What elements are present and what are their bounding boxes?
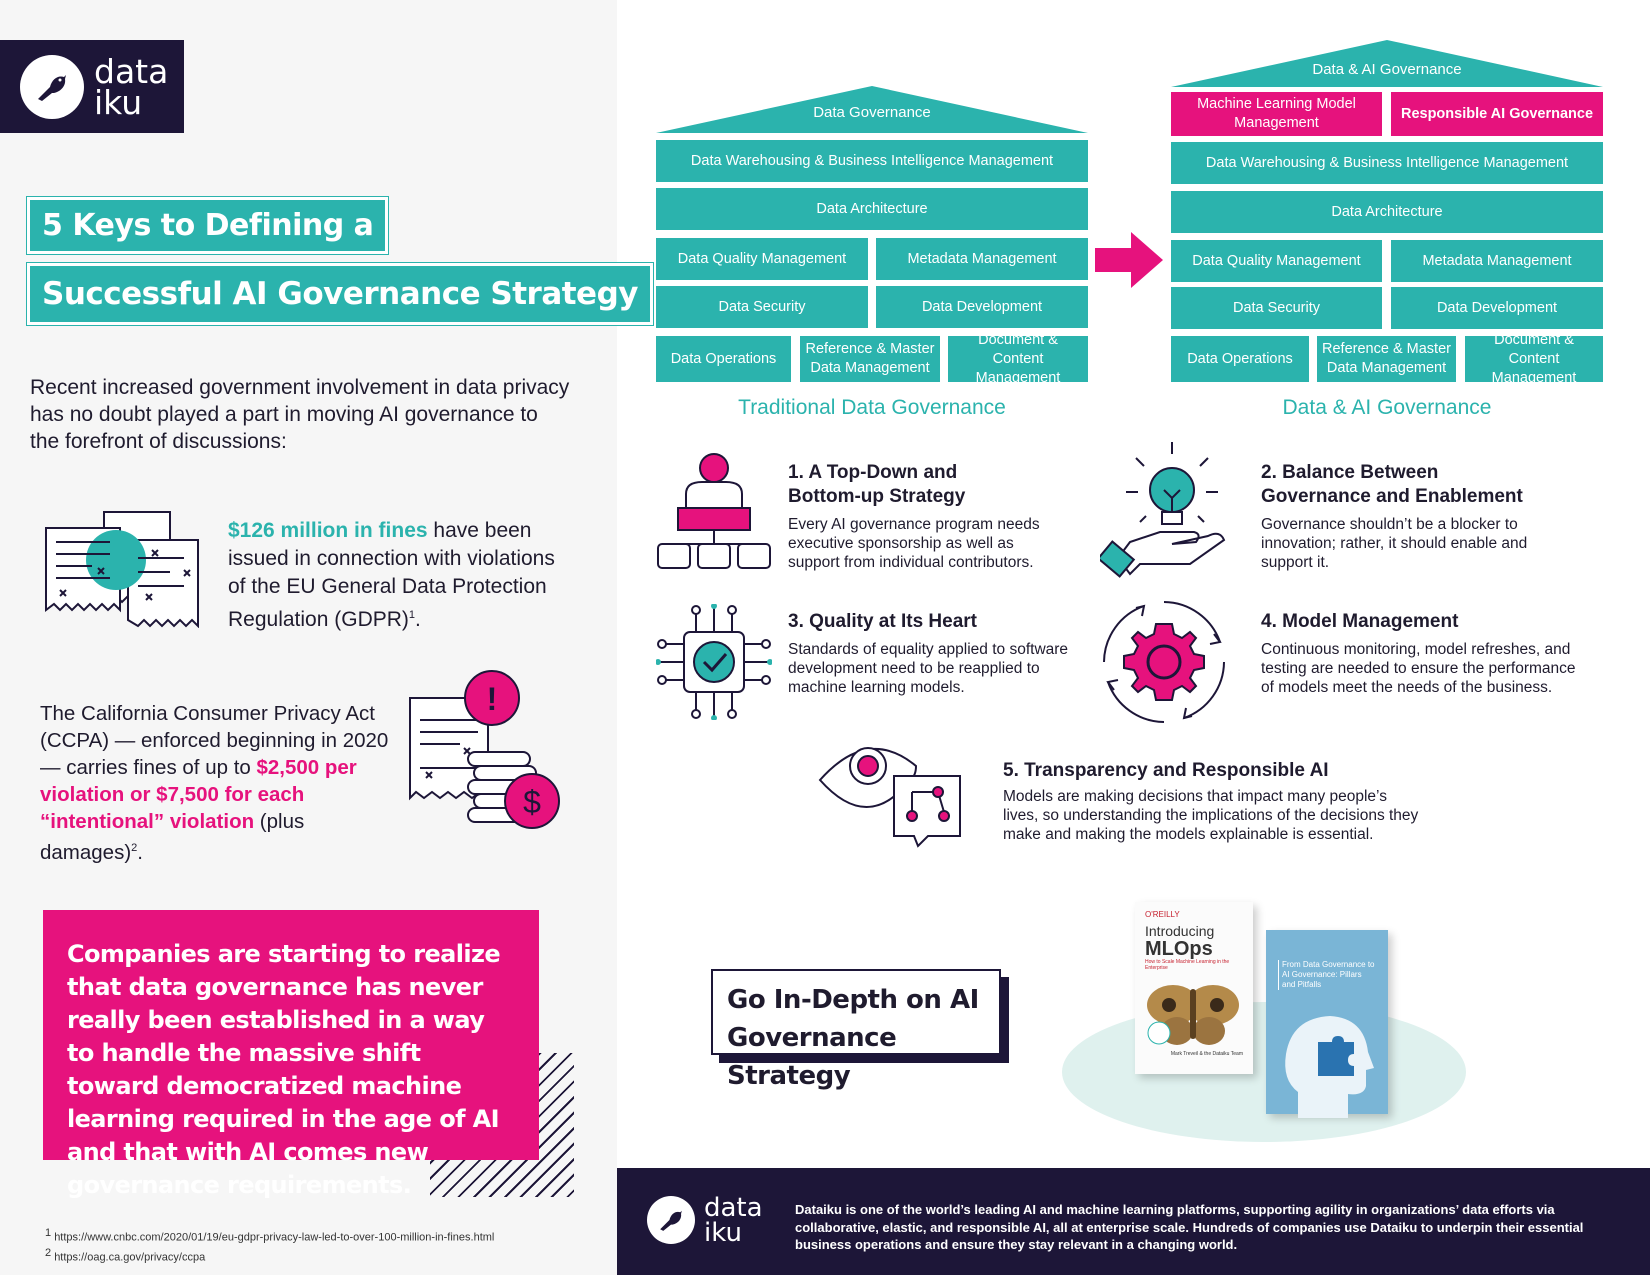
logo-line1: data	[94, 51, 169, 91]
books-platform-ellipse	[1062, 1002, 1466, 1142]
ai-roof	[1171, 40, 1603, 87]
key-4-title: 4. Model Management	[1261, 611, 1459, 632]
svg-text:!: !	[487, 681, 498, 717]
footer-about-text: Dataiku is one of the world’s leading AI…	[795, 1202, 1584, 1252]
ccpa-footnote-ref[interactable]: 2	[131, 842, 138, 854]
ai-ml-model-mgmt: Machine Learning Model Management	[1171, 92, 1382, 136]
ai-roof-label: Data & AI Governance	[1312, 61, 1462, 78]
trad-operations: Data Operations	[656, 336, 791, 382]
cta-line2: Governance Strategy	[727, 1023, 897, 1091]
key-2-title-line1: 2. Balance Between	[1261, 462, 1439, 483]
book2-title: From Data Governance to AI Governance: P…	[1278, 960, 1376, 990]
svg-text:$: $	[523, 784, 541, 820]
trad-quality: Data Quality Management	[656, 238, 868, 280]
ai-dw-bi: Data Warehousing & Business Intelligence…	[1171, 142, 1603, 184]
gear-cycle-icon	[1103, 601, 1225, 723]
book1-title-line1: Introducing	[1145, 923, 1215, 939]
page-title-line1: 5 Keys to Defining a	[25, 196, 390, 255]
key-3-body: Standards of equality applied to softwar…	[788, 641, 1069, 696]
traditional-roof	[656, 86, 1088, 133]
cta-line1: Go In-Depth on AI	[727, 985, 979, 1015]
ccpa-end: .	[137, 840, 143, 864]
key-1-title: 1. A Top-Down and Bottom-up Strategy	[788, 461, 1088, 509]
key-5-title: 5. Transparency and Responsible AI	[1003, 760, 1329, 781]
book1-subtitle: How to Scale Machine Learning in the Ent…	[1145, 959, 1230, 971]
book-data-to-ai-governance[interactable]: From Data Governance to AI Governance: P…	[1266, 930, 1388, 1118]
dataiku-logo[interactable]: data iku	[0, 40, 184, 133]
key-2-body: Governance shouldn’t be a blocker to inn…	[1261, 516, 1528, 571]
footnote-2-num: 2	[45, 1246, 52, 1259]
footer: data iku Dataiku is one of the world’s l…	[617, 1168, 1650, 1275]
page-title-line2: Successful AI Governance Strategy	[26, 262, 654, 326]
ai-reference: Reference & Master Data Management	[1317, 336, 1456, 382]
moth-illustration-icon	[1147, 985, 1239, 1045]
ai-development: Data Development	[1391, 287, 1603, 329]
chip-check-icon	[656, 604, 772, 720]
ai-caption: Data & AI Governance	[1282, 396, 1492, 419]
head-puzzle-icon	[1285, 1016, 1374, 1118]
key-4-body: Continuous monitoring, model refreshes, …	[1261, 641, 1576, 696]
trad-dw-bi: Data Warehousing & Business Intelligence…	[656, 140, 1088, 182]
footer-bird-logo-icon[interactable]	[647, 1196, 695, 1244]
footnote-2-link[interactable]: https://oag.ca.gov/privacy/ccpa	[54, 1251, 206, 1264]
documents-fines-icon	[45, 511, 199, 628]
gdpr-footnote-ref[interactable]: 1	[408, 609, 416, 621]
ai-responsible-gov: Responsible AI Governance	[1391, 92, 1603, 136]
trad-document: Document & Content Management	[948, 332, 1088, 386]
right-arrow-icon	[1095, 232, 1163, 288]
footnotes: 1 https://www.cnbc.com/2020/01/19/eu-gdp…	[45, 1226, 494, 1265]
book1-title-line2: MLOps	[1145, 938, 1213, 960]
ai-security: Data Security	[1171, 287, 1382, 329]
ai-metadata: Metadata Management	[1391, 240, 1603, 282]
quote-text: Companies are starting to realize that d…	[67, 940, 501, 1199]
bird-logo-icon	[20, 54, 84, 119]
cta-go-in-depth[interactable]: Go In-Depth on AI Governance Strategy	[711, 969, 1001, 1091]
trad-security: Data Security	[656, 286, 868, 328]
eye-network-icon	[818, 747, 961, 848]
book1-authors: Mark Treveil & the Dataiku Team	[1170, 1051, 1243, 1057]
key-1-body: Every AI governance program needs execut…	[788, 516, 1040, 571]
traditional-caption: Traditional Data Governance	[738, 396, 1006, 419]
ccpa-highlight: $2,500 per violation or $7,500 for each …	[40, 756, 357, 833]
book-introducing-mlops[interactable]: O'REILLY Introducing MLOps How to Scale …	[1135, 902, 1253, 1074]
intro-paragraph: Recent increased government involvement …	[30, 376, 570, 453]
ccpa-fines-text: The California Consumer Privacy Act (CCP…	[40, 700, 410, 866]
trad-architecture: Data Architecture	[656, 188, 1088, 230]
org-chart-icon	[657, 453, 771, 569]
lightbulb-hand-icon	[1100, 442, 1226, 578]
ccpa-body: The California Consumer Privacy Act (CCP…	[40, 702, 389, 779]
alert-dollar-icon: ! $	[409, 670, 560, 829]
traditional-roof-label: Data Governance	[813, 104, 931, 121]
footnote-1-link[interactable]: https://www.cnbc.com/2020/01/19/eu-gdpr-…	[54, 1231, 495, 1244]
ai-operations: Data Operations	[1171, 336, 1309, 382]
gdpr-highlight: $126 million in fines	[228, 519, 428, 542]
gdpr-end: .	[415, 608, 421, 631]
key-5-body: Models are making decisions that impact …	[1003, 788, 1419, 843]
ai-document: Document & Content Management	[1465, 332, 1603, 386]
logo-wordmark: data iku	[94, 51, 169, 122]
ai-quality: Data Quality Management	[1171, 240, 1382, 282]
footnote-2[interactable]: 2 https://oag.ca.gov/privacy/ccpa	[45, 1246, 494, 1266]
key-1-title-line2: Bottom-up Strategy	[788, 486, 966, 507]
trad-metadata: Metadata Management	[876, 238, 1088, 280]
footnote-1-num: 1	[45, 1227, 52, 1239]
ai-architecture: Data Architecture	[1171, 191, 1603, 233]
key-1-title-line1: 1. A Top-Down and	[788, 462, 958, 483]
footnote-1[interactable]: 1 https://www.cnbc.com/2020/01/19/eu-gdp…	[45, 1226, 494, 1246]
footer-logo-line2: iku	[704, 1218, 742, 1248]
trad-reference: Reference & Master Data Management	[800, 336, 940, 382]
key-2-title-line2: Governance and Enablement	[1261, 486, 1523, 507]
gdpr-fines-text: $126 million in fines have been issued i…	[228, 517, 568, 634]
key-3-title: 3. Quality at Its Heart	[788, 611, 978, 632]
trad-development: Data Development	[876, 286, 1088, 328]
ccpa-end-text: (plus damages)	[40, 810, 305, 864]
book1-publisher: O'REILLY	[1145, 910, 1180, 919]
gdpr-body: have been issued in connection with viol…	[228, 519, 555, 631]
quote-callout: Companies are starting to realize that d…	[43, 910, 539, 1199]
footer-logo-wordmark[interactable]: data iku	[704, 1193, 763, 1248]
logo-line2: iku	[94, 82, 143, 122]
footer-logo-line1: data	[704, 1193, 763, 1223]
key-2-title: 2. Balance Between Governance and Enable…	[1261, 461, 1591, 509]
